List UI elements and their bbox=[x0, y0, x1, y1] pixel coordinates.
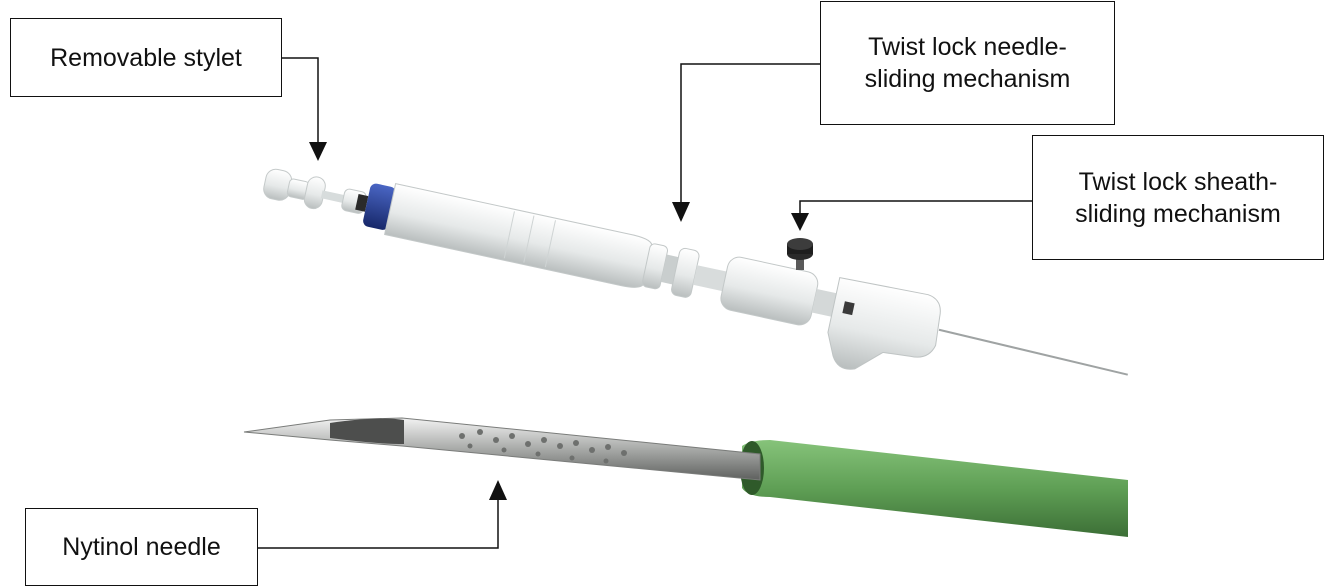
arrowheads bbox=[309, 142, 809, 500]
needle-handle-device bbox=[263, 168, 1128, 376]
leader-needle-lock bbox=[680, 63, 820, 202]
needle-bevel bbox=[330, 418, 404, 444]
label-twist-lock-needle-line2: sliding mechanism bbox=[864, 65, 1071, 93]
handle-body bbox=[384, 183, 653, 288]
stylet-connector-dark bbox=[355, 194, 369, 212]
label-twist-lock-needle-line1: Twist lock needle- bbox=[868, 33, 1067, 61]
blue-ring bbox=[363, 183, 396, 230]
sheath-lock-body bbox=[720, 256, 819, 326]
arrow-stylet bbox=[309, 142, 327, 161]
label-twist-lock-sheath-line1: Twist lock sheath- bbox=[1078, 167, 1278, 196]
label-removable-stylet: Removable stylet bbox=[10, 18, 282, 97]
label-removable-stylet-text: Removable stylet bbox=[50, 43, 242, 72]
luer-wing-hub bbox=[827, 277, 941, 370]
arrow-nytinol bbox=[489, 480, 507, 500]
label-nytinol-needle: Nytinol needle bbox=[25, 508, 258, 586]
green-sheath bbox=[742, 440, 1128, 537]
leader-sheath-lock bbox=[799, 200, 1032, 213]
nytinol-needle-device bbox=[243, 417, 1128, 537]
removable-stylet-cap bbox=[263, 168, 345, 210]
leader-nytinol bbox=[258, 498, 499, 549]
leader-stylet bbox=[282, 57, 319, 142]
echogenic-dimples bbox=[459, 429, 627, 464]
label-twist-lock-sheath-line2: sliding mechanism bbox=[1075, 199, 1281, 228]
arrow-needle-lock bbox=[672, 202, 690, 222]
label-twist-lock-sheath: Twist lock sheath- sliding mechanism bbox=[1032, 135, 1324, 260]
arrow-sheath-lock bbox=[791, 213, 809, 231]
needle-twist-lock bbox=[641, 243, 700, 298]
sheath-lock-knob bbox=[787, 238, 813, 270]
guide-wire bbox=[938, 328, 1128, 376]
label-twist-lock-needle: Twist lock needle- sliding mechanism bbox=[820, 1, 1115, 125]
label-nytinol-needle-text: Nytinol needle bbox=[62, 533, 221, 561]
leader-lines bbox=[258, 57, 1032, 549]
